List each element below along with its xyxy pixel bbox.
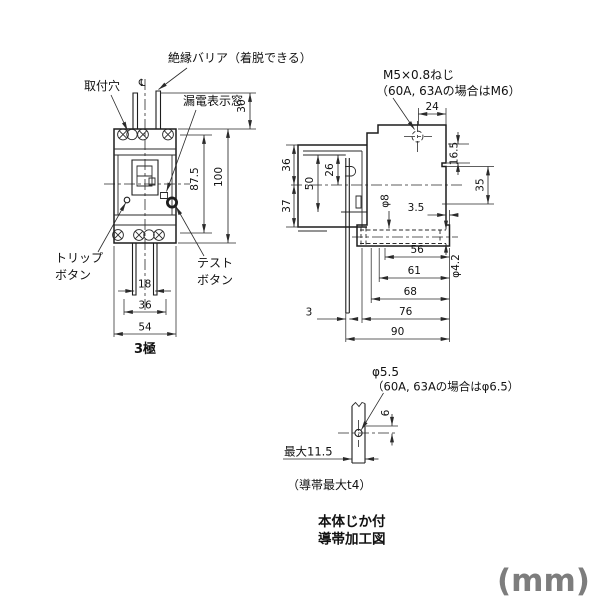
label-screw-spec-1: M5×0.8ねじ [383, 68, 454, 82]
label-leakage-indicator: 漏電表示窓 [183, 93, 243, 108]
trip-button-circle [123, 196, 131, 204]
dim-36-side-text: 36 [281, 158, 293, 172]
front-view: 絶縁バリア（着脱できる） 取付穴 ℄ 漏電表示窓 トリップ ボタン テスト ボタ… [55, 50, 312, 357]
side-extension-lines [286, 108, 494, 342]
rail-hook [345, 166, 357, 177]
strip-break-line [351, 401, 366, 408]
mounting-hole-circle [143, 229, 155, 241]
label-screw-spec-2: （60A, 63Aの場合はM6） [376, 83, 521, 98]
hidden-terminal-hole-lines [360, 227, 446, 246]
breaker-body-inner-lines [114, 148, 176, 226]
dim-35-text: 35 [475, 178, 487, 191]
screw-circle [112, 229, 124, 241]
leakage-indicator-square [160, 192, 168, 199]
detail-caption-2: 導帯加工図 [318, 531, 386, 548]
dim-30-text: 30 [236, 99, 248, 112]
side-view: M5×0.8ねじ （60A, 63Aの場合はM6） 24 36 37 50 26… [281, 68, 521, 342]
label-strip-note: （導帯最大t4） [287, 478, 371, 492]
centerline-symbol: ℄ [138, 78, 146, 89]
dim-dia4-2-text: φ4.2 [450, 254, 462, 278]
dim-26-text: 26 [324, 163, 336, 177]
label-test-button-2: ボタン [197, 273, 233, 287]
dim-36-text: 36 [138, 300, 152, 312]
screw-circle [153, 229, 165, 241]
dim-61-text: 61 [408, 265, 421, 277]
insulation-barriers [132, 90, 162, 129]
screw-circle [137, 128, 149, 141]
screw-spec-leader [392, 97, 415, 130]
dim-6-text: 6 [380, 409, 392, 416]
dim-24-text: 24 [426, 101, 440, 113]
dim-37-text: 37 [281, 199, 293, 212]
insulation-barrier-leader [158, 67, 188, 90]
screw-hole-symbol [411, 130, 424, 143]
dim-18-text: 18 [138, 279, 151, 291]
conductor-strip-detail: φ5.5 （60A, 63Aの場合はφ6.5） 6 最大11.5 （導帯最大t4… [283, 365, 519, 548]
dim-11-5-text: 最大11.5 [284, 445, 333, 459]
unit-label: (mm) [497, 563, 590, 599]
label-strip-hole-dia: φ5.5 [372, 365, 399, 379]
latch-tab [355, 195, 362, 209]
label-test-button-1: テスト [197, 256, 233, 270]
test-button-leader [175, 206, 205, 257]
mounting-plate [345, 158, 350, 314]
handle-window [131, 159, 159, 196]
mounting-hole-leader [110, 94, 128, 131]
screw-circle [162, 128, 174, 141]
test-button-circle [165, 196, 178, 209]
label-mounting-hole: 取付穴 [84, 78, 120, 93]
unit-mm-text: (mm) [497, 563, 590, 599]
label-pole-caption: 3極 [134, 341, 156, 357]
leakage-window-leader [166, 109, 197, 192]
breaker-body-outline [113, 128, 177, 244]
label-trip-button-2: ボタン [55, 268, 91, 282]
front-extension-lines [113, 92, 256, 337]
breaker-side-silhouette [356, 124, 451, 247]
dim-16-5-text: 16.5 [449, 142, 461, 165]
dim-87-5-text: 87.5 [189, 167, 201, 190]
trip-button-leader [97, 202, 127, 253]
terminal-prongs [131, 243, 158, 296]
screw-cross-marks [113, 130, 173, 240]
strip-hole-leader [360, 392, 384, 431]
screw-circle [133, 229, 145, 241]
dim-3-5-text: 3.5 [408, 202, 425, 214]
dim-76-text: 76 [399, 306, 413, 318]
label-trip-button-1: トリップ [55, 251, 103, 265]
side-centerlines [291, 121, 462, 238]
toggle-handle [136, 165, 156, 187]
label-strip-hole-note: （60A, 63Aの場合はφ6.5） [372, 380, 519, 394]
label-insulation-barrier: 絶縁バリア（着脱できる） [168, 50, 312, 65]
dim-54-text: 54 [138, 322, 152, 334]
dim-100-text: 100 [213, 167, 225, 187]
dim-3-text: 3 [306, 307, 313, 319]
mounting-block-inner-lines [298, 150, 367, 232]
dim-56-text: 56 [411, 244, 425, 256]
dim-50-text: 50 [304, 177, 316, 190]
detail-caption-1: 本体じか付 [318, 513, 386, 530]
dim-dia8-text: φ8 [380, 194, 392, 208]
dim-68-text: 68 [404, 286, 417, 298]
terminal-screws [112, 128, 174, 241]
mounting-block-outline [297, 144, 367, 228]
dim-90-text: 90 [391, 326, 404, 338]
strip-hole-centerlines [338, 420, 398, 447]
